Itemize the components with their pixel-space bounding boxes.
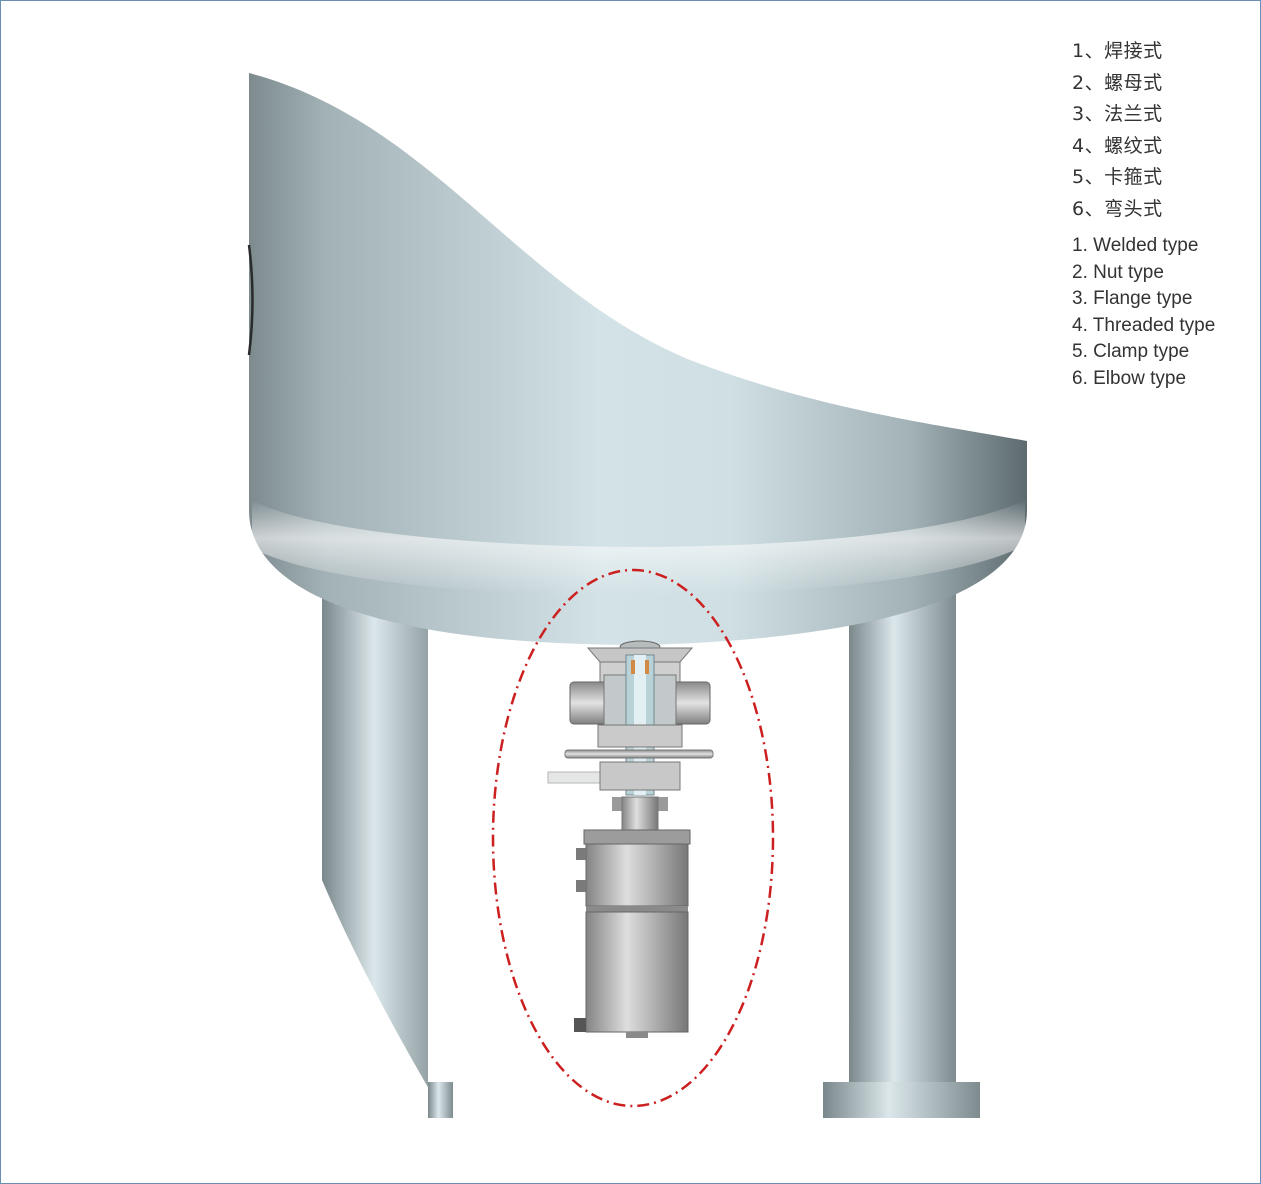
legend-en-item-5: 5. Clamp type — [1072, 341, 1190, 362]
legend-english-list: 1. Welded type 2. Nut type 3. Flange typ… — [1072, 233, 1215, 392]
legend-cn-item-6: 6、弯头式 — [1072, 197, 1163, 220]
right-leg — [823, 580, 980, 1118]
legend-cn-item-5: 5、卡箍式 — [1072, 166, 1163, 188]
highlight-ellipse — [491, 568, 775, 1108]
legend-cn-item-1: 1、焊接式 — [1072, 40, 1163, 62]
legend-en-item-2: 2. Nut type — [1072, 261, 1164, 283]
legend-en-item-3: 3. Flange type — [1072, 288, 1193, 309]
vessel-body — [247, 73, 1027, 645]
legend-en-item-1: 1. Welded type — [1072, 235, 1199, 256]
connection-type-legend: 1、焊接式 2、螺母式 3、法兰式 4、螺纹式 5、卡箍式 6、弯头式 1. W… — [1072, 36, 1215, 392]
legend-cn-item-2: 2、螺母式 — [1072, 71, 1163, 94]
legend-en-item-6: 6. Elbow type — [1072, 367, 1187, 389]
legend-cn-item-3: 3、法兰式 — [1072, 103, 1163, 125]
bottom-valve-assembly — [547, 640, 714, 1038]
legend-chinese-list: 1、焊接式 2、螺母式 3、法兰式 4、螺纹式 5、卡箍式 6、弯头式 — [1072, 36, 1215, 225]
legend-en-item-4: 4. Threaded type — [1072, 314, 1216, 336]
legend-cn-item-4: 4、螺纹式 — [1072, 134, 1163, 157]
left-leg — [322, 580, 453, 1118]
